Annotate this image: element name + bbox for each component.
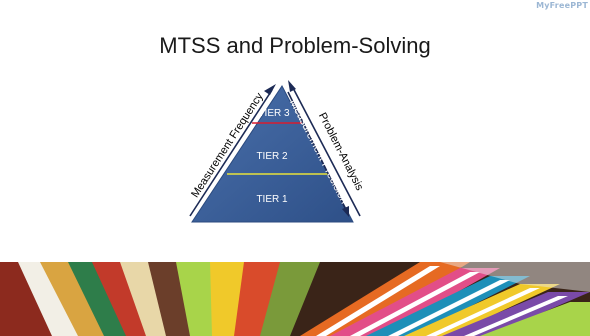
left-arrow-shaft xyxy=(189,89,273,217)
right-inner-arrow-shaft xyxy=(287,91,348,213)
book-spine xyxy=(68,262,130,336)
right-inner-arrow-head xyxy=(342,206,349,217)
book-pages xyxy=(316,266,440,336)
right-outer-arrow-head xyxy=(288,80,296,92)
book-spine xyxy=(120,262,168,336)
book-pages xyxy=(388,280,510,336)
book-pages xyxy=(464,296,568,336)
book-spine xyxy=(260,262,320,336)
book-spine xyxy=(176,262,214,336)
tier-2-label: TIER 2 xyxy=(256,151,288,162)
book-pages xyxy=(350,272,480,336)
tier-3-label: TIER 3 xyxy=(258,108,290,119)
book-spine xyxy=(18,262,80,336)
book-pages xyxy=(426,288,540,336)
books-banner-image xyxy=(0,262,590,336)
book-spine xyxy=(92,262,150,336)
book-spine xyxy=(480,302,590,336)
right-outer-arrow-shaft xyxy=(291,85,361,217)
left-arrow-head xyxy=(264,84,276,95)
slide-title: MTSS and Problem-Solving xyxy=(159,33,431,58)
brand-watermark: MyFreePPT xyxy=(536,1,588,10)
tier-1-label: TIER 1 xyxy=(256,194,288,205)
book-spine xyxy=(404,284,560,336)
pyramid-body xyxy=(191,85,354,223)
book-spine xyxy=(234,262,284,336)
book-shelf-highlight xyxy=(440,262,590,292)
book-spine xyxy=(40,262,108,336)
